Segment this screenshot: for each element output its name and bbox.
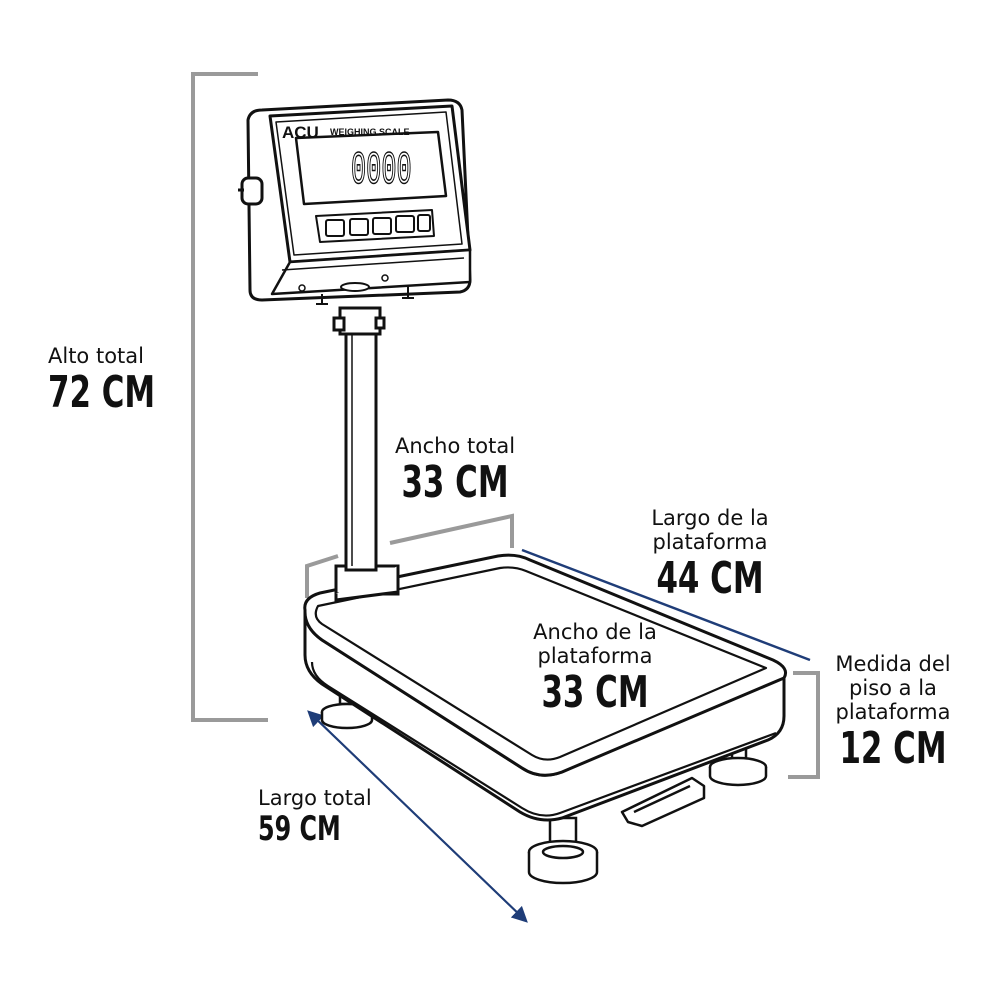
overall-width-label-text: Ancho total bbox=[394, 434, 516, 458]
foot-front bbox=[527, 816, 599, 885]
overall-length-label: Largo total 59 CM bbox=[258, 786, 372, 849]
platform bbox=[303, 553, 788, 822]
platform-length-value: 44 CM bbox=[656, 553, 764, 605]
overall-width-bracket bbox=[305, 513, 514, 598]
platform-length-line1: Largo de la bbox=[651, 506, 769, 530]
indicator-head bbox=[238, 98, 472, 305]
floor-height-line3: plataforma bbox=[835, 700, 951, 725]
platform-width-line1: Ancho de la bbox=[533, 620, 657, 644]
height-bracket bbox=[191, 72, 268, 722]
platform-length-line2: plataforma bbox=[652, 530, 768, 555]
overall-length-label-text: Largo total bbox=[258, 786, 372, 810]
floor-height-label: Medida del piso a la plataforma 12 CM bbox=[818, 652, 968, 775]
column-pole bbox=[332, 306, 400, 602]
height-value: 72 CM bbox=[48, 367, 156, 419]
floor-height-bracket bbox=[788, 671, 820, 779]
height-label: Alto total 72 CM bbox=[48, 344, 185, 419]
floor-height-line1: Medida del bbox=[835, 652, 951, 676]
display-reading: 0000 bbox=[351, 146, 412, 198]
overall-length-value: 59 CM bbox=[258, 809, 341, 850]
platform-width-value: 33 CM bbox=[541, 667, 649, 719]
platform-width-line2: plataforma bbox=[537, 644, 653, 669]
overall-length-arrow bbox=[307, 710, 528, 923]
floor-height-value: 12 CM bbox=[839, 723, 947, 775]
floor-height-line2: piso a la bbox=[849, 676, 937, 701]
platform-length-line bbox=[521, 548, 811, 662]
height-label-text: Alto total bbox=[48, 344, 144, 368]
panel-title: WEIGHING SCALE bbox=[330, 127, 410, 137]
overall-width-label: Ancho total 33 CM bbox=[380, 434, 530, 509]
platform-width-label: Ancho de la plataforma 33 CM bbox=[515, 620, 675, 719]
overall-width-value: 33 CM bbox=[401, 457, 509, 509]
platform-length-label: Largo de la plataforma 44 CM bbox=[630, 506, 790, 605]
bottom-handle bbox=[620, 776, 706, 828]
brand-logo: ACU bbox=[282, 123, 319, 142]
